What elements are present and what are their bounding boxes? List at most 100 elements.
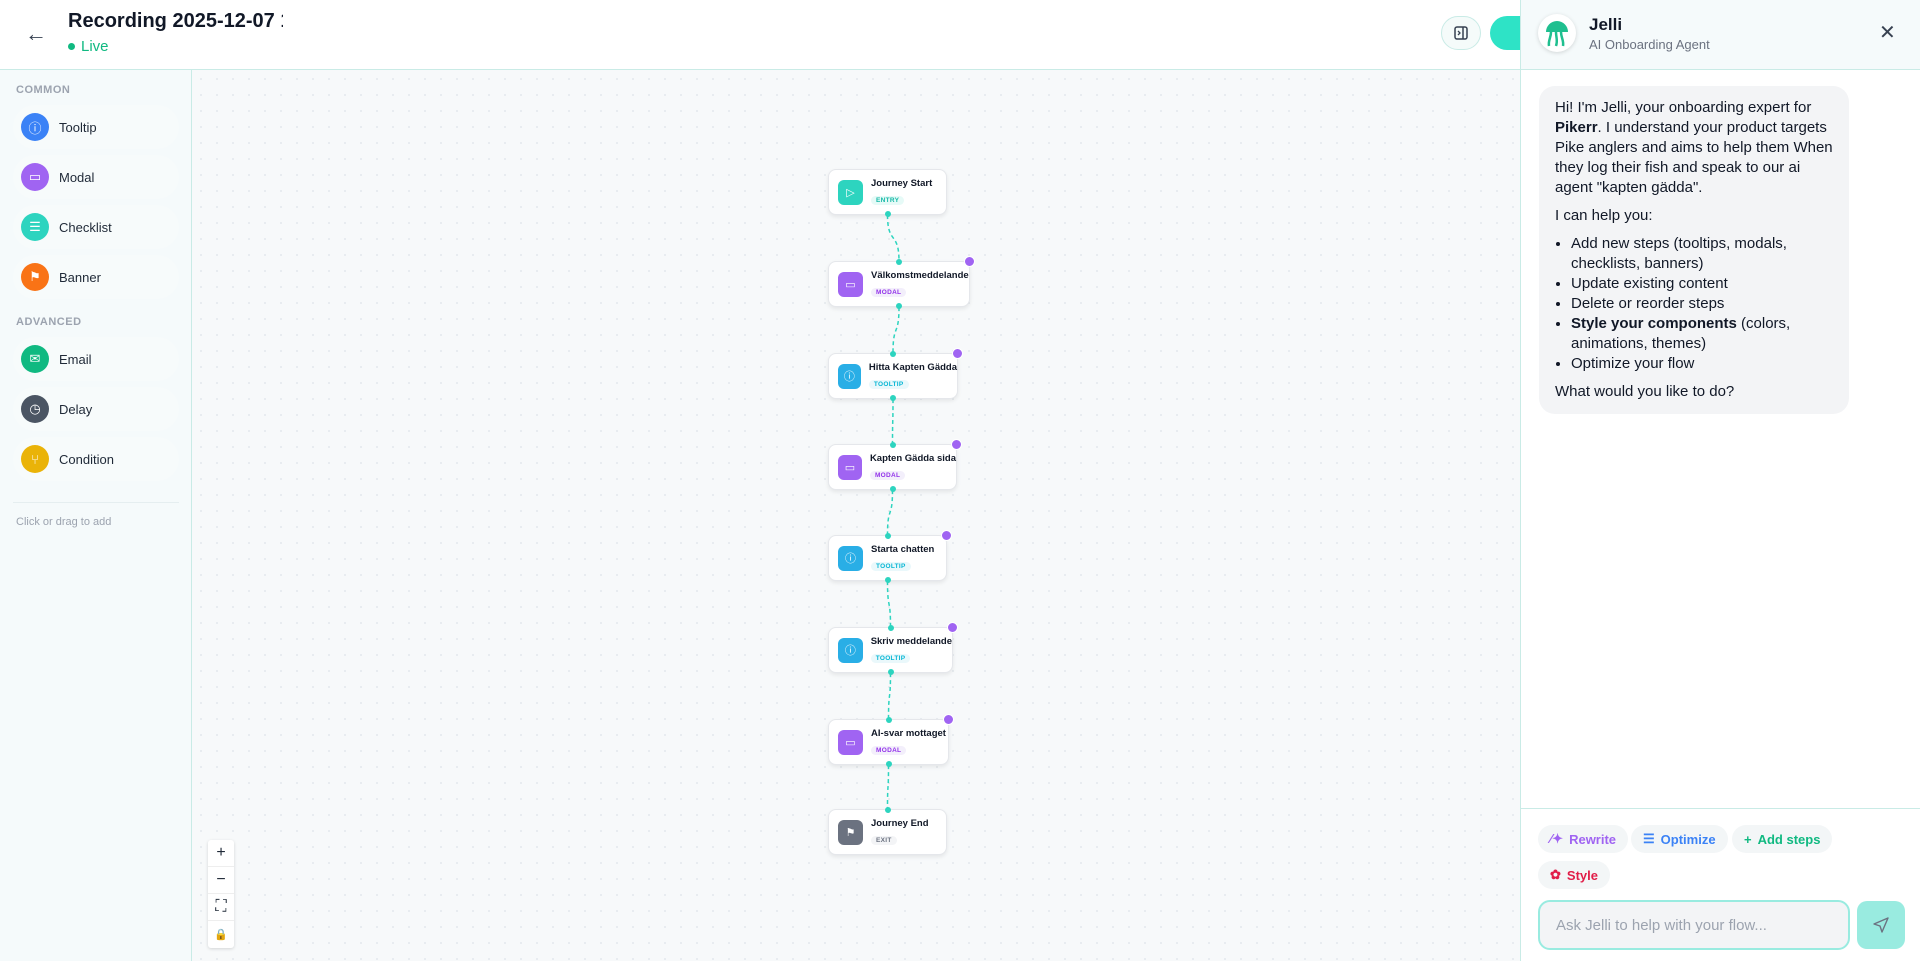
node-title: Kapten Gädda sida bbox=[869, 452, 956, 464]
send-button[interactable] bbox=[1857, 901, 1905, 949]
input-handle[interactable] bbox=[889, 442, 896, 448]
status-text: Live bbox=[81, 38, 109, 55]
ai-badge-icon bbox=[941, 530, 952, 541]
item-label: Condition bbox=[59, 451, 114, 467]
palette-icon: ✿ bbox=[1550, 867, 1561, 882]
zoom-out-icon[interactable]: − bbox=[208, 867, 234, 894]
input-handle[interactable] bbox=[887, 625, 894, 631]
node-title: AI-svar mottaget bbox=[871, 727, 946, 739]
style-button[interactable]: ✿ Style bbox=[1538, 861, 1610, 889]
node-type-badge: MODAL bbox=[869, 470, 906, 480]
ai-badge-icon bbox=[947, 622, 958, 633]
sidebar-item-condition[interactable]: ⑂ Condition bbox=[13, 437, 179, 481]
intro-pre: Hi! I'm Jelli, your onboarding expert fo… bbox=[1555, 99, 1812, 116]
intro-post: . I understand your product targets Pike… bbox=[1555, 119, 1833, 196]
node-type-badge: MODAL bbox=[871, 287, 907, 297]
plus-icon: + bbox=[1744, 831, 1752, 847]
jellyfish-avatar-icon bbox=[1538, 14, 1576, 52]
list-item: Style your components (colors, animation… bbox=[1571, 314, 1833, 354]
product-name: Pikerr bbox=[1555, 119, 1598, 136]
branch-icon: ⑂ bbox=[21, 445, 49, 473]
message-icon: ▭ bbox=[838, 271, 863, 297]
item-label: Modal bbox=[59, 169, 95, 185]
send-icon bbox=[1873, 917, 1889, 933]
assistant-message: Hi! I'm Jelli, your onboarding expert fo… bbox=[1539, 86, 1849, 414]
toggle-panel-button[interactable] bbox=[1441, 16, 1481, 50]
output-handle[interactable] bbox=[884, 577, 891, 583]
node-type-badge: ENTRY bbox=[871, 195, 905, 205]
output-handle[interactable] bbox=[887, 669, 894, 675]
list-item-bold: Style your components bbox=[1571, 315, 1737, 332]
magic-wand-icon: ⁄✦ bbox=[1550, 831, 1564, 846]
info-icon: ⓘ bbox=[21, 113, 49, 141]
sidebar-item-delay[interactable]: ◷Delay bbox=[13, 387, 179, 431]
node-title: Välkomstmeddelande bbox=[871, 269, 969, 281]
top-bar: ← Recording 2025-12-07 1 Live bbox=[0, 0, 1540, 70]
chip-label: Style bbox=[1566, 867, 1598, 883]
sidebar-item-checklist[interactable]: ☰Checklist bbox=[13, 205, 179, 249]
input-handle[interactable] bbox=[884, 807, 891, 813]
item-label: Checklist bbox=[59, 219, 112, 235]
hint-text: Click or drag to add bbox=[16, 516, 112, 528]
chat-input[interactable] bbox=[1538, 900, 1850, 950]
mail-icon: ✉ bbox=[21, 345, 49, 373]
info-icon: ⓘ bbox=[838, 637, 863, 663]
info-icon: ⓘ bbox=[838, 545, 863, 571]
flag-icon: ⚑ bbox=[838, 819, 863, 845]
chip-label: Add steps bbox=[1757, 831, 1821, 847]
input-handle[interactable] bbox=[896, 259, 902, 265]
input-handle[interactable] bbox=[890, 351, 896, 357]
output-handle[interactable] bbox=[889, 486, 896, 492]
help-list: Add new steps (tooltips, modals, checkli… bbox=[1571, 234, 1833, 374]
add-steps-button[interactable]: + Add steps bbox=[1732, 825, 1833, 853]
divider bbox=[13, 502, 179, 503]
divider bbox=[1521, 808, 1920, 809]
list-icon: ☰ bbox=[1643, 831, 1655, 846]
back-arrow-icon[interactable]: ← bbox=[25, 21, 47, 46]
ai-badge-icon bbox=[964, 256, 975, 267]
rewrite-button[interactable]: ⁄✦Rewrite bbox=[1538, 825, 1629, 853]
sidebar-item-modal[interactable]: ▭ Modal bbox=[13, 155, 179, 199]
optimize-button[interactable]: ☰ Optimize bbox=[1631, 825, 1728, 853]
output-handle[interactable] bbox=[884, 211, 891, 217]
output-handle[interactable] bbox=[890, 395, 896, 401]
sidebar-item-email[interactable]: ✉Email bbox=[13, 337, 179, 381]
lock-icon[interactable]: 🔒 bbox=[214, 929, 228, 941]
node-type-badge: TOOLTIP bbox=[870, 653, 911, 663]
chip-label: Optimize bbox=[1660, 831, 1716, 847]
message-icon: ▭ bbox=[838, 454, 862, 480]
section-common-label: COMMON bbox=[16, 84, 71, 96]
ai-badge-icon bbox=[952, 348, 963, 359]
output-handle[interactable] bbox=[885, 761, 892, 767]
question-text: What would you like to do? bbox=[1555, 383, 1735, 400]
node-type-badge: TOOLTIP bbox=[871, 561, 911, 571]
message-icon: ▭ bbox=[21, 163, 49, 191]
play-icon: ▷ bbox=[838, 179, 863, 205]
close-icon[interactable]: ✕ bbox=[1879, 22, 1896, 44]
list-item: Add new steps (tooltips, modals, checkli… bbox=[1571, 234, 1833, 274]
sidebar-item-banner[interactable]: ⚑Banner bbox=[13, 255, 179, 299]
input-handle[interactable] bbox=[884, 533, 891, 539]
output-handle[interactable] bbox=[896, 303, 902, 309]
input-handle[interactable] bbox=[885, 717, 892, 723]
panel-icon bbox=[1454, 26, 1468, 40]
node-title: Journey Start bbox=[871, 177, 933, 189]
fit-view-icon[interactable]: ⛶ bbox=[208, 894, 234, 921]
zoom-in-icon[interactable]: + bbox=[208, 840, 234, 867]
status-badge: Live bbox=[68, 38, 109, 55]
